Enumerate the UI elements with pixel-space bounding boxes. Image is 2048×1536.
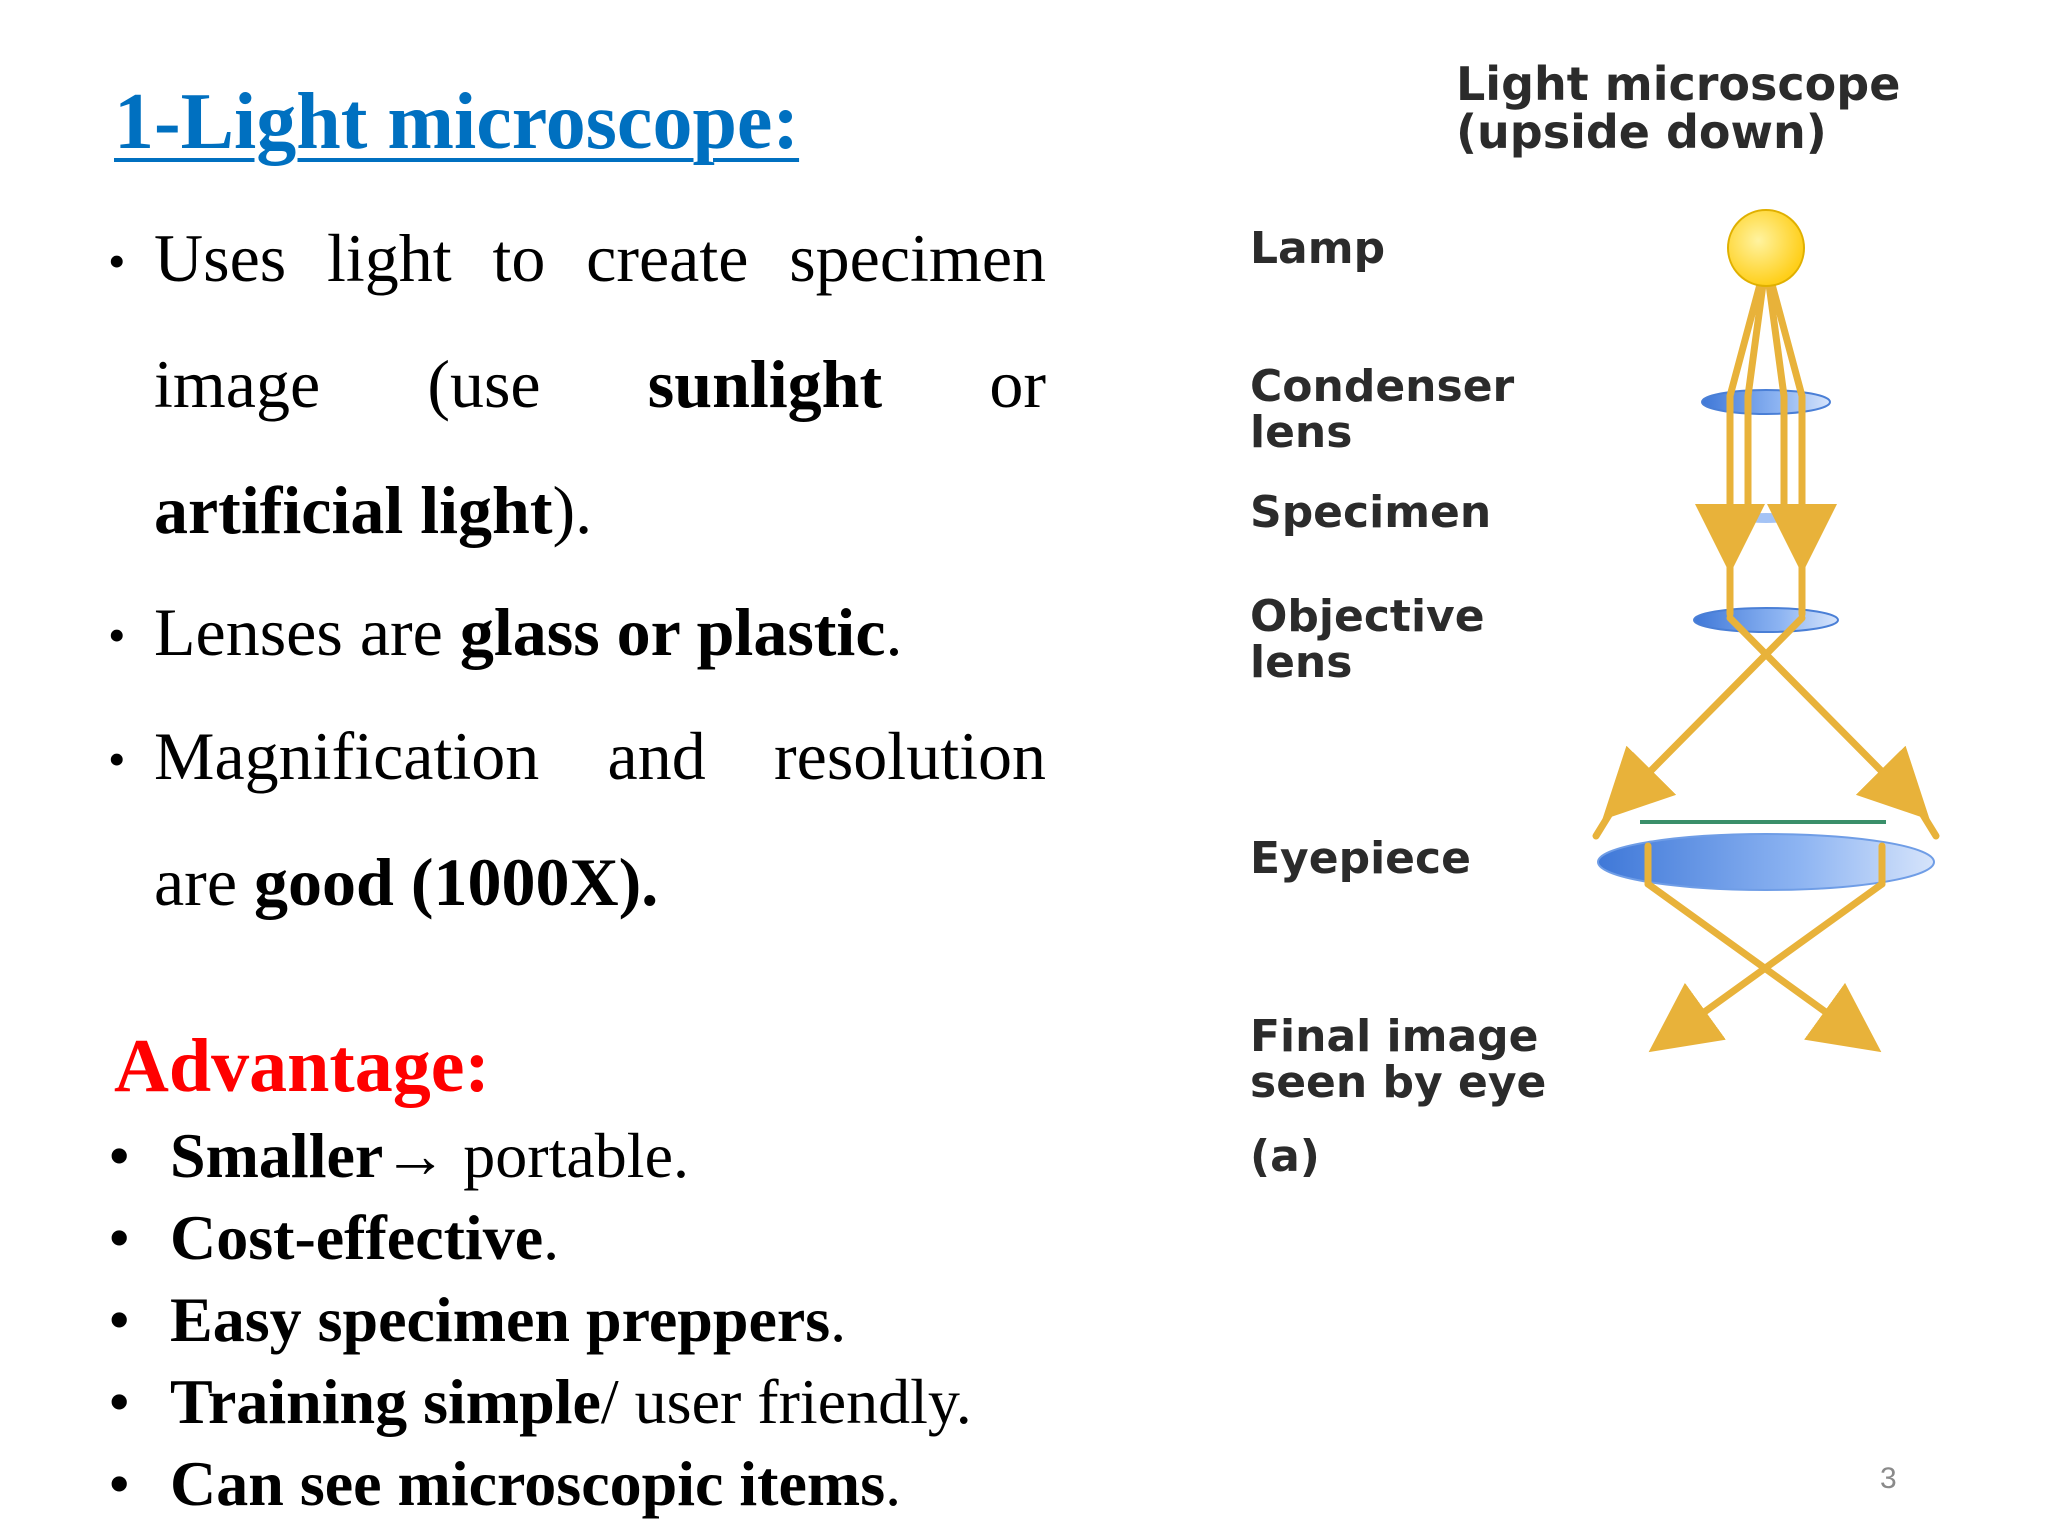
page-number: 3 — [1880, 1462, 1897, 1495]
advantage-item: •Easy specimen preppers. — [108, 1284, 847, 1355]
advantage-item: •Cost-effective. — [108, 1202, 560, 1273]
advantage-heading: Advantage: — [114, 1024, 490, 1108]
bullet-marker: • — [108, 731, 126, 787]
specimen-slide — [1736, 513, 1796, 523]
bullet-1-line-3: artificial light). — [154, 472, 593, 548]
lamp-bulb — [1727, 209, 1805, 287]
label-eyepiece: Eyepiece — [1250, 833, 1471, 884]
label-specimen: Specimen — [1250, 487, 1492, 538]
advantage-item: •Can see microscopic items. — [108, 1448, 902, 1519]
eyepiece-lens — [1597, 833, 1935, 891]
advantage-item: •Smaller→ portable. — [108, 1120, 689, 1191]
diagram-title: Light microscope(upside down) — [1456, 57, 1901, 159]
bullet-3-line-2: are good (1000X). — [154, 844, 659, 920]
label-lamp: Lamp — [1250, 223, 1386, 274]
advantage-item: •Training simple/ user friendly. — [108, 1366, 972, 1437]
objective-lens — [1693, 607, 1839, 633]
condenser-lens — [1701, 389, 1831, 415]
bullet-marker: • — [108, 233, 126, 289]
slide-title: 1-Light microscope: — [114, 78, 800, 166]
label-part-a: (a) — [1250, 1131, 1320, 1182]
bullet-2: Lenses are glass or plastic. — [154, 594, 903, 670]
bullet-marker: • — [108, 607, 126, 663]
